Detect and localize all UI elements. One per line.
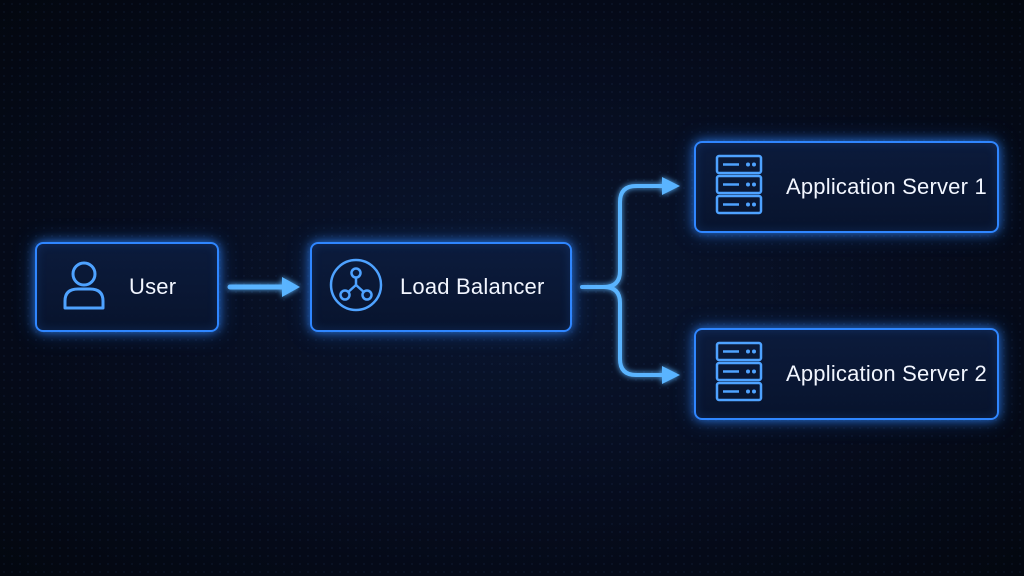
node-application-server-2-label: Application Server 2 [786, 361, 987, 386]
node-application-server-1: Application Server 1 [694, 141, 999, 233]
node-load-balancer-label: Load Balancer [400, 274, 545, 299]
node-load-balancer: Load Balancer [310, 242, 572, 332]
server-rack-icon [714, 341, 764, 408]
node-application-server-1-label: Application Server 1 [786, 174, 987, 199]
node-user-label: User [129, 274, 177, 299]
server-rack-icon [714, 154, 764, 221]
user-icon [61, 259, 107, 316]
node-user: User [35, 242, 219, 332]
network-hub-icon [328, 257, 384, 318]
node-application-server-2: Application Server 2 [694, 328, 999, 420]
